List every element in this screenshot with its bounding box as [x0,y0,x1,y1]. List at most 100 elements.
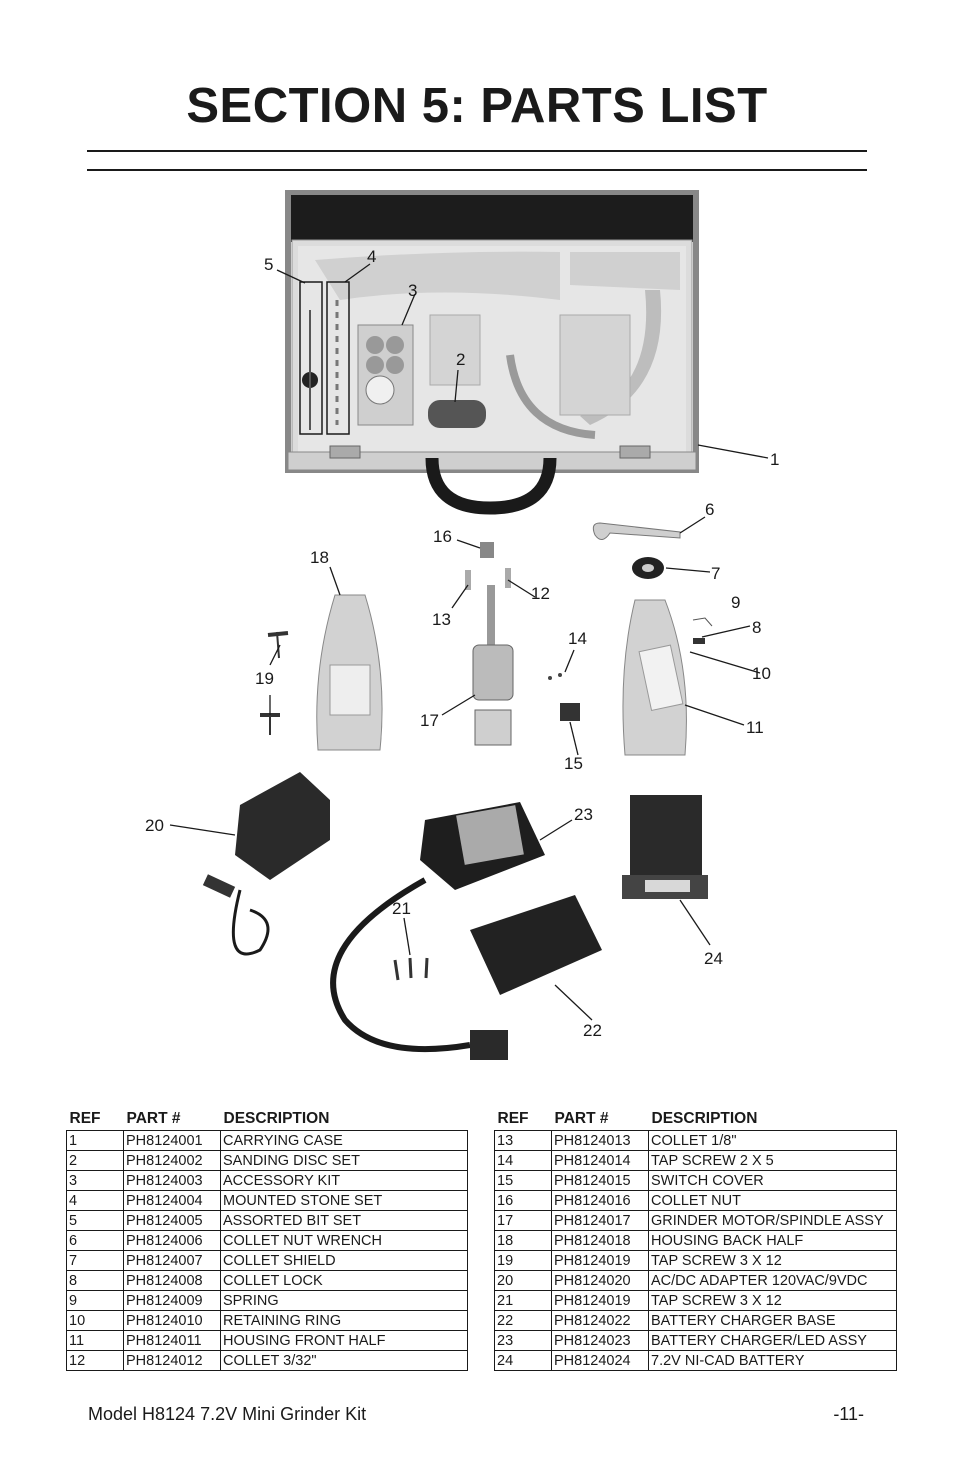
cell-ref: 14 [494,1150,552,1171]
cell-description: BATTERY CHARGER BASE [648,1310,897,1331]
cell-ref: 3 [66,1170,124,1191]
callout-9: 9 [731,593,740,612]
cell-description: COLLET NUT WRENCH [220,1230,468,1251]
header-part: PART # [126,1110,181,1127]
callout-6: 6 [705,500,714,519]
cell-description: COLLET 3/32" [220,1350,468,1371]
callout-17: 17 [420,711,439,730]
cell-part: PH8124023 [551,1330,649,1351]
callout-4: 4 [367,247,376,266]
cell-part: PH8124005 [123,1210,221,1231]
callout-10: 10 [752,664,771,683]
cell-description: COLLET NUT [648,1190,897,1211]
callout-leaders [169,263,769,1021]
cell-description: AC/DC ADAPTER 120VAC/9VDC [648,1270,897,1291]
cell-description: TAP SCREW 3 X 12 [648,1290,897,1311]
callout-11: 11 [746,718,764,737]
cell-ref: 4 [66,1190,124,1211]
table-header-row: REF PART # DESCRIPTION [67,1109,468,1131]
cell-part: PH8124007 [123,1250,221,1271]
cell-ref: 24 [494,1350,552,1371]
table-header-row: REF PART # DESCRIPTION [495,1109,897,1131]
cell-part: PH8124020 [551,1270,649,1291]
callout-2: 2 [456,350,465,369]
header-ref: REF [497,1110,529,1127]
cell-description: TAP SCREW 3 X 12 [648,1250,897,1271]
cell-ref: 15 [494,1170,552,1191]
cell-ref: 11 [66,1330,124,1351]
cell-part: PH8124002 [123,1150,221,1171]
cell-part: PH8124008 [123,1270,221,1291]
callout-5: 5 [264,255,273,274]
callout-16: 16 [433,527,452,546]
cell-description: GRINDER MOTOR/SPINDLE ASSY [648,1210,897,1231]
callout-13: 13 [432,610,451,629]
cell-part: PH8124010 [123,1310,221,1331]
callout-24: 24 [704,949,723,968]
cell-part: PH8124019 [551,1290,649,1311]
cell-part: PH8124011 [123,1330,221,1351]
cell-part: PH8124012 [123,1350,221,1371]
cell-ref: 8 [66,1270,124,1291]
callout-20: 20 [145,816,164,835]
cell-description: COLLET LOCK [220,1270,468,1291]
header-part: PART # [554,1110,609,1127]
cell-part: PH8124006 [123,1230,221,1251]
cell-description: HOUSING BACK HALF [648,1230,897,1251]
callout-19: 19 [255,669,274,688]
header-description: DESCRIPTION [651,1110,758,1127]
cell-ref: 20 [494,1270,552,1291]
cell-ref: 22 [494,1310,552,1331]
callout-23: 23 [574,805,593,824]
cell-description: COLLET SHIELD [220,1250,468,1271]
cell-ref: 16 [494,1190,552,1211]
footer-model: Model H8124 7.2V Mini Grinder Kit [88,1404,367,1424]
cell-description: TAP SCREW 2 X 5 [648,1150,897,1171]
title-rule-bottom [87,169,867,171]
cell-ref: 18 [494,1230,552,1251]
callout-22: 22 [583,1021,602,1040]
carrying-case-illustration [285,190,699,515]
cell-ref: 10 [66,1310,124,1331]
cell-ref: 17 [494,1210,552,1231]
cell-description: ACCESSORY KIT [220,1170,468,1191]
power-illustration [202,772,708,1060]
cell-part: PH8124001 [123,1130,221,1151]
cell-part: PH8124013 [551,1130,649,1151]
cell-part: PH8124016 [551,1190,649,1211]
cell-ref: 2 [66,1150,124,1171]
callout-18: 18 [310,548,329,567]
cell-description: CARRYING CASE [220,1130,468,1151]
cell-description: COLLET 1/8" [648,1130,897,1151]
page-title: SECTION 5: PARTS LIST [186,79,768,133]
cell-part: PH8124018 [551,1230,649,1251]
cell-ref: 12 [66,1350,124,1371]
cell-description: SPRING [220,1290,468,1311]
small-parts-illustration [465,522,713,746]
title-rule-top [87,150,867,152]
cell-ref: 7 [66,1250,124,1271]
cell-part: PH8124009 [123,1290,221,1311]
cell-description: SANDING DISC SET [220,1150,468,1171]
callout-1: 1 [770,450,779,469]
